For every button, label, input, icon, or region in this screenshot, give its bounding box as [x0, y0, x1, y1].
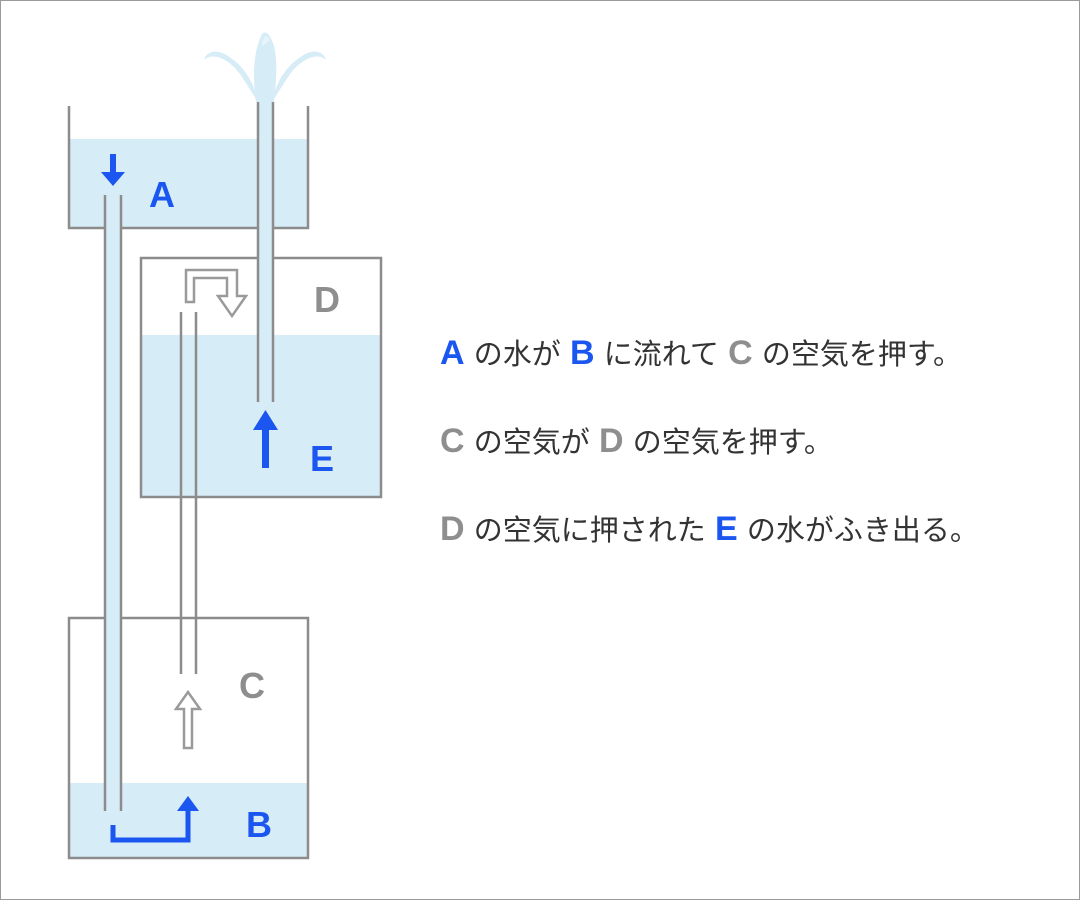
- step-2-key-d: D: [599, 422, 624, 460]
- down-arrow-icon: [101, 154, 125, 186]
- step-1-key-a: A: [440, 334, 465, 372]
- step-1-key-c: C: [728, 334, 753, 372]
- step-2-text-2: の空気を押す。: [623, 425, 833, 459]
- step-3-text-1: の空気に押された: [464, 513, 715, 547]
- step-1: A の水が B に流れて C の空気を押す。: [440, 330, 979, 376]
- step-1-key-b: B: [570, 334, 595, 372]
- label-b: B: [246, 804, 272, 845]
- step-3-key-e: E: [715, 510, 738, 548]
- up-arrow-icon: [253, 410, 278, 468]
- step-1-text-1: の水が: [464, 337, 570, 371]
- step-2-key-c: C: [440, 422, 465, 460]
- label-e: E: [310, 438, 334, 479]
- pipe-e-to-fountain: [256, 102, 275, 402]
- step-3-key-d: D: [440, 510, 465, 548]
- fountain-spray-icon: [204, 32, 326, 102]
- pipe-a-to-b: [103, 195, 123, 811]
- step-1-text-3: の空気を押す。: [752, 337, 963, 371]
- label-c: C: [239, 665, 265, 706]
- hollow-bent-arrow-icon: [184, 268, 249, 319]
- pipe-c-to-d: [179, 312, 198, 674]
- step-3: D の空気に押された E の水がふき出る。: [440, 506, 979, 552]
- step-1-text-2: に流れて: [594, 337, 729, 371]
- hollow-arrow-icon: [173, 689, 203, 750]
- step-3-text-2: の水がふき出る。: [737, 513, 979, 547]
- explanation-steps: A の水が B に流れて C の空気を押す。 C の空気が D の空気を押す。 …: [440, 330, 979, 594]
- step-2-text-1: の空気が: [464, 425, 599, 459]
- step-2: C の空気が D の空気を押す。: [440, 418, 979, 464]
- label-a: A: [149, 174, 175, 215]
- label-d: D: [314, 279, 340, 320]
- flow-arrow-icon: [110, 796, 199, 843]
